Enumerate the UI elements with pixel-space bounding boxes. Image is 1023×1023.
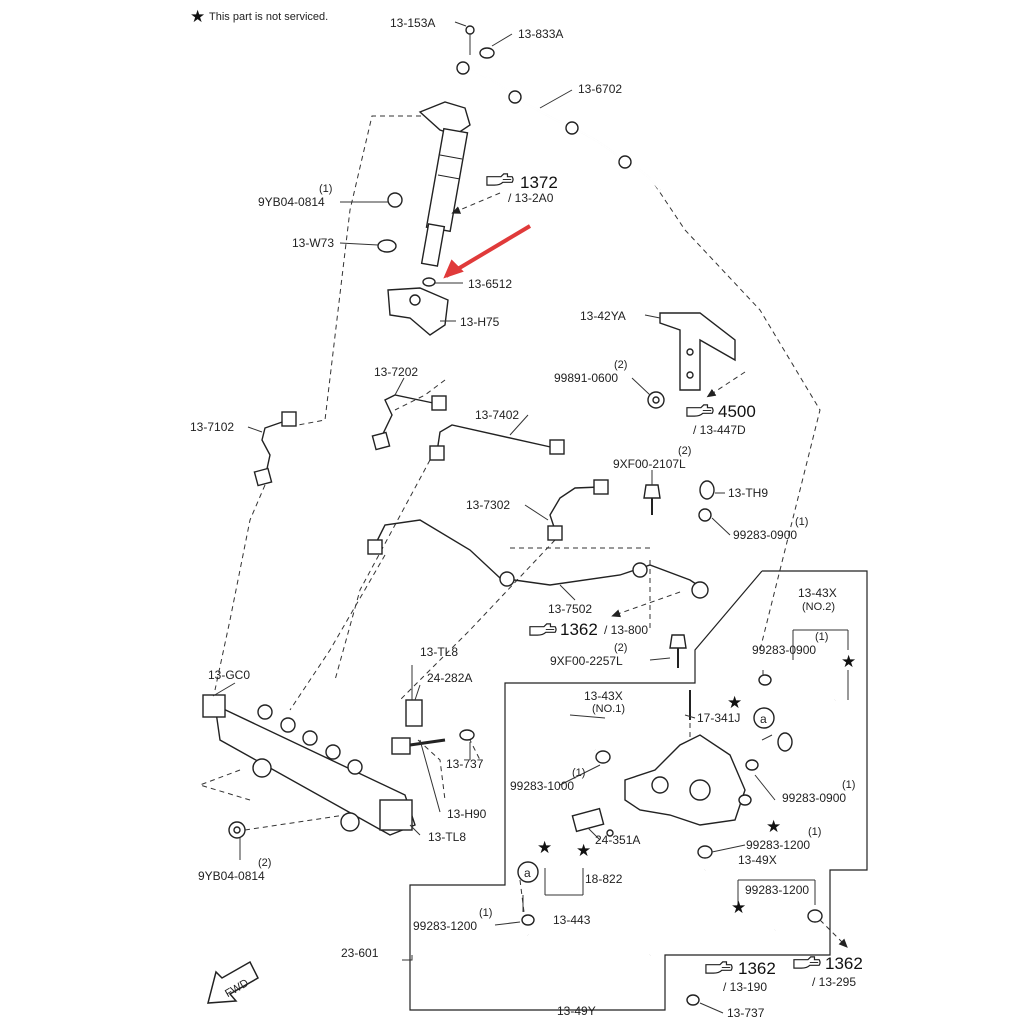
reference-hand-icon: [486, 173, 514, 186]
label-13-7502: 13-7502: [548, 602, 592, 616]
label-13-443: 13-443: [553, 913, 591, 927]
label-99283-1000: 99283-1000: [510, 779, 574, 793]
assembly-frame: [409, 570, 868, 1011]
star-icon: ★: [537, 838, 552, 857]
qty-9YB04-top: (1): [319, 183, 332, 195]
highlight-arrowhead: [443, 259, 464, 279]
label-9YB04-0814-bot: 9YB04-0814: [198, 869, 265, 883]
label-13-6702: 13-6702: [578, 82, 622, 96]
qty-9YB04-bot: (2): [258, 857, 271, 869]
star-icon: ★: [766, 817, 781, 836]
label-9XF00-2257L: 9XF00-2257L: [550, 654, 623, 668]
label-13-W73: 13-W73: [292, 236, 334, 250]
reference-hand-icon: [793, 956, 821, 969]
label-99283-1200-a: 99283-1200: [746, 838, 810, 852]
ref-1362-a-sub: / 13-800: [604, 623, 648, 637]
label-99283-0900-a: 99283-0900: [733, 528, 797, 542]
callout-a-circles: a a: [517, 707, 775, 883]
label-13-7302: 13-7302: [466, 498, 510, 512]
label-13-GC0: 13-GC0: [208, 668, 250, 682]
label-9XF00-2107L: 9XF00-2107L: [613, 457, 686, 471]
label-13-TL8-top: 13-TL8: [420, 645, 458, 659]
label-13-153A: 13-153A: [390, 16, 435, 30]
callout-a: a: [760, 712, 767, 726]
label-23-601: 23-601: [341, 946, 379, 960]
label-13-7402: 13-7402: [475, 408, 519, 422]
label-99283-1200-b: 99283-1200: [745, 883, 809, 897]
label-99283-0900-b: 99283-0900: [752, 643, 816, 657]
thermostat-housing: [521, 674, 837, 1006]
label-13-TH9: 13-TH9: [728, 486, 768, 500]
star-icon: ★: [576, 841, 591, 860]
star-icon: ★: [727, 693, 742, 712]
leader-lines: [212, 21, 849, 1014]
reference-hand-icon: [529, 623, 557, 636]
label-18-822: 18-822: [585, 872, 623, 886]
qty-99283-1200-a: (1): [808, 826, 821, 838]
part-labels: 13-153A 13-833A 13-6702 1372 / 13-2A0 (1…: [190, 16, 863, 1020]
label-99283-1200-c: 99283-1200: [413, 919, 477, 933]
label-13-49X: 13-49X: [738, 853, 777, 867]
label-99283-0900-c: 99283-0900: [782, 791, 846, 805]
qty-99283-1000: (1): [572, 767, 585, 779]
label-13-43X-mid: 13-43X: [584, 689, 623, 703]
label-13-43X-top-sub: (NO.2): [802, 601, 835, 613]
label-13-737-bot: 13-737: [727, 1006, 765, 1020]
qty-99891: (2): [614, 359, 627, 371]
label-13-43X-mid-sub: (NO.1): [592, 703, 625, 715]
common-rail: [202, 665, 475, 839]
label-13-H90: 13-H90: [447, 807, 487, 821]
highlight-arrow: [444, 224, 532, 278]
label-13-49Y: 13-49Y: [557, 1004, 596, 1018]
not-serviced-stars: ★ ★ ★ ★ ★ ★: [537, 652, 856, 917]
star-icon: ★: [190, 7, 205, 26]
dashed-assembly-lines: [198, 115, 821, 921]
label-13-7202: 13-7202: [374, 365, 418, 379]
reference-arrows: [451, 192, 848, 948]
label-13-737-mid: 13-737: [446, 757, 484, 771]
qty-99283-0900-c: (1): [842, 779, 855, 791]
star-icon: ★: [841, 652, 856, 671]
qty-99283-1200-c: (1): [479, 907, 492, 919]
label-13-7102: 13-7102: [190, 420, 234, 434]
ref-1372: 1372: [520, 173, 558, 192]
qty-9XF00-2107L: (2): [678, 445, 691, 457]
forward-direction-icon: FWD: [207, 960, 259, 1004]
label-13-42YA: 13-42YA: [580, 309, 626, 323]
ref-1372-sub: / 13-2A0: [508, 191, 554, 205]
fuel-pipes: [253, 394, 709, 599]
star-icon: ★: [731, 898, 746, 917]
label-9YB04-0814-top: 9YB04-0814: [258, 195, 325, 209]
label-24-282A: 24-282A: [427, 671, 472, 685]
bracket-42YA: [647, 312, 736, 409]
callout-a: a: [524, 866, 531, 880]
ref-1362-c-sub: / 13-295: [812, 975, 856, 989]
label-99891-0600: 99891-0600: [554, 371, 618, 385]
label-13-43X-top: 13-43X: [798, 586, 837, 600]
ref-1362-c: 1362: [825, 954, 863, 973]
ref-1362-a: 1362: [560, 620, 598, 639]
label-13-TL8-bot: 13-TL8: [428, 830, 466, 844]
qty-99283-0900-b: (1): [815, 631, 828, 643]
label-17-341J: 17-341J: [697, 711, 740, 725]
bolts: [643, 480, 715, 668]
reference-hand-icon: [686, 404, 714, 417]
qty-9XF00-2257L: (2): [614, 642, 627, 654]
fuel-injector: [377, 101, 471, 336]
label-13-6512: 13-6512: [468, 277, 512, 291]
not-serviced-note: ★ This part is not serviced.: [190, 7, 328, 26]
qty-99283-0900-a: (1): [795, 516, 808, 528]
return-pipe: [456, 25, 661, 191]
note-text: This part is not serviced.: [209, 11, 328, 23]
ref-1362-b-sub: / 13-190: [723, 980, 767, 994]
ref-4500: 4500: [718, 402, 756, 421]
label-13-833A: 13-833A: [518, 27, 563, 41]
ref-4500-sub: / 13-447D: [693, 423, 746, 437]
label-24-351A: 24-351A: [595, 833, 640, 847]
reference-hand-icon: [705, 961, 733, 974]
ref-1362-b: 1362: [738, 959, 776, 978]
label-13-H75: 13-H75: [460, 315, 500, 329]
